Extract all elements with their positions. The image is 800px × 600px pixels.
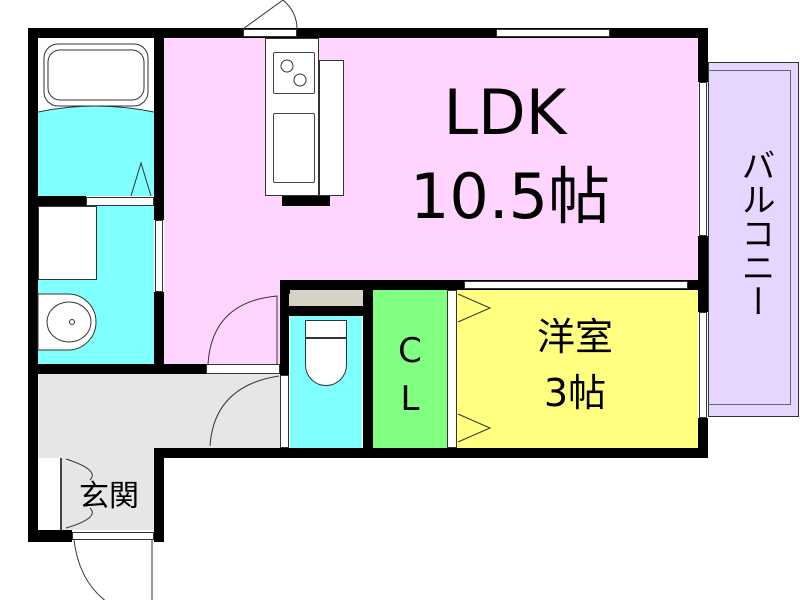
hallway — [38, 374, 280, 448]
sink — [273, 113, 315, 183]
entrance-door-frame — [72, 532, 154, 540]
washing-machine — [38, 206, 97, 280]
ldk-balcony-window — [699, 82, 707, 236]
balcony-inner-line — [708, 70, 791, 405]
wall — [154, 448, 708, 458]
room-label-western: 洋室 — [536, 315, 613, 359]
ldk-top-window — [496, 29, 610, 37]
toilet-tank — [305, 320, 347, 338]
room-closet — [373, 290, 447, 448]
wall — [28, 364, 206, 374]
wall — [698, 28, 708, 82]
room-western — [457, 290, 698, 448]
wall — [282, 196, 330, 206]
wall — [698, 236, 708, 312]
stove — [273, 52, 315, 94]
bath-door-frame — [86, 197, 154, 206]
wall — [289, 306, 363, 316]
wall — [698, 418, 708, 458]
room-size-western: 3帖 — [543, 371, 607, 415]
fridge-space — [319, 60, 344, 196]
balcony — [708, 62, 799, 417]
wall — [28, 196, 86, 206]
wall — [28, 28, 38, 260]
closet-label-c: C — [398, 331, 422, 371]
shoe-cabinet — [38, 458, 62, 530]
wall — [28, 28, 708, 38]
western-sliding-door — [464, 281, 688, 289]
western-balcony-window — [699, 312, 707, 418]
wall — [280, 280, 289, 380]
washroom-sliding-door — [155, 220, 163, 292]
room-label-entrance: 玄関 — [79, 479, 139, 514]
toilet-door-frame — [280, 375, 289, 448]
room-label-ldk: LDK — [443, 76, 567, 149]
toilet-bowl — [305, 338, 347, 386]
closet-divider — [447, 290, 457, 448]
front-window — [243, 29, 297, 37]
room-size-ldk: 10.5帖 — [409, 160, 611, 233]
room-label-balcony: バルコニー — [735, 148, 775, 318]
wall — [154, 448, 164, 542]
wall — [28, 530, 72, 542]
wall — [28, 260, 38, 542]
wall — [154, 292, 164, 374]
room-ldk — [164, 38, 698, 280]
wall — [363, 280, 373, 458]
wall — [154, 28, 164, 220]
wall — [28, 250, 38, 262]
toilet-shelf — [289, 290, 363, 308]
ldk-door-frame — [206, 364, 280, 374]
closet-label-l: L — [400, 379, 420, 419]
